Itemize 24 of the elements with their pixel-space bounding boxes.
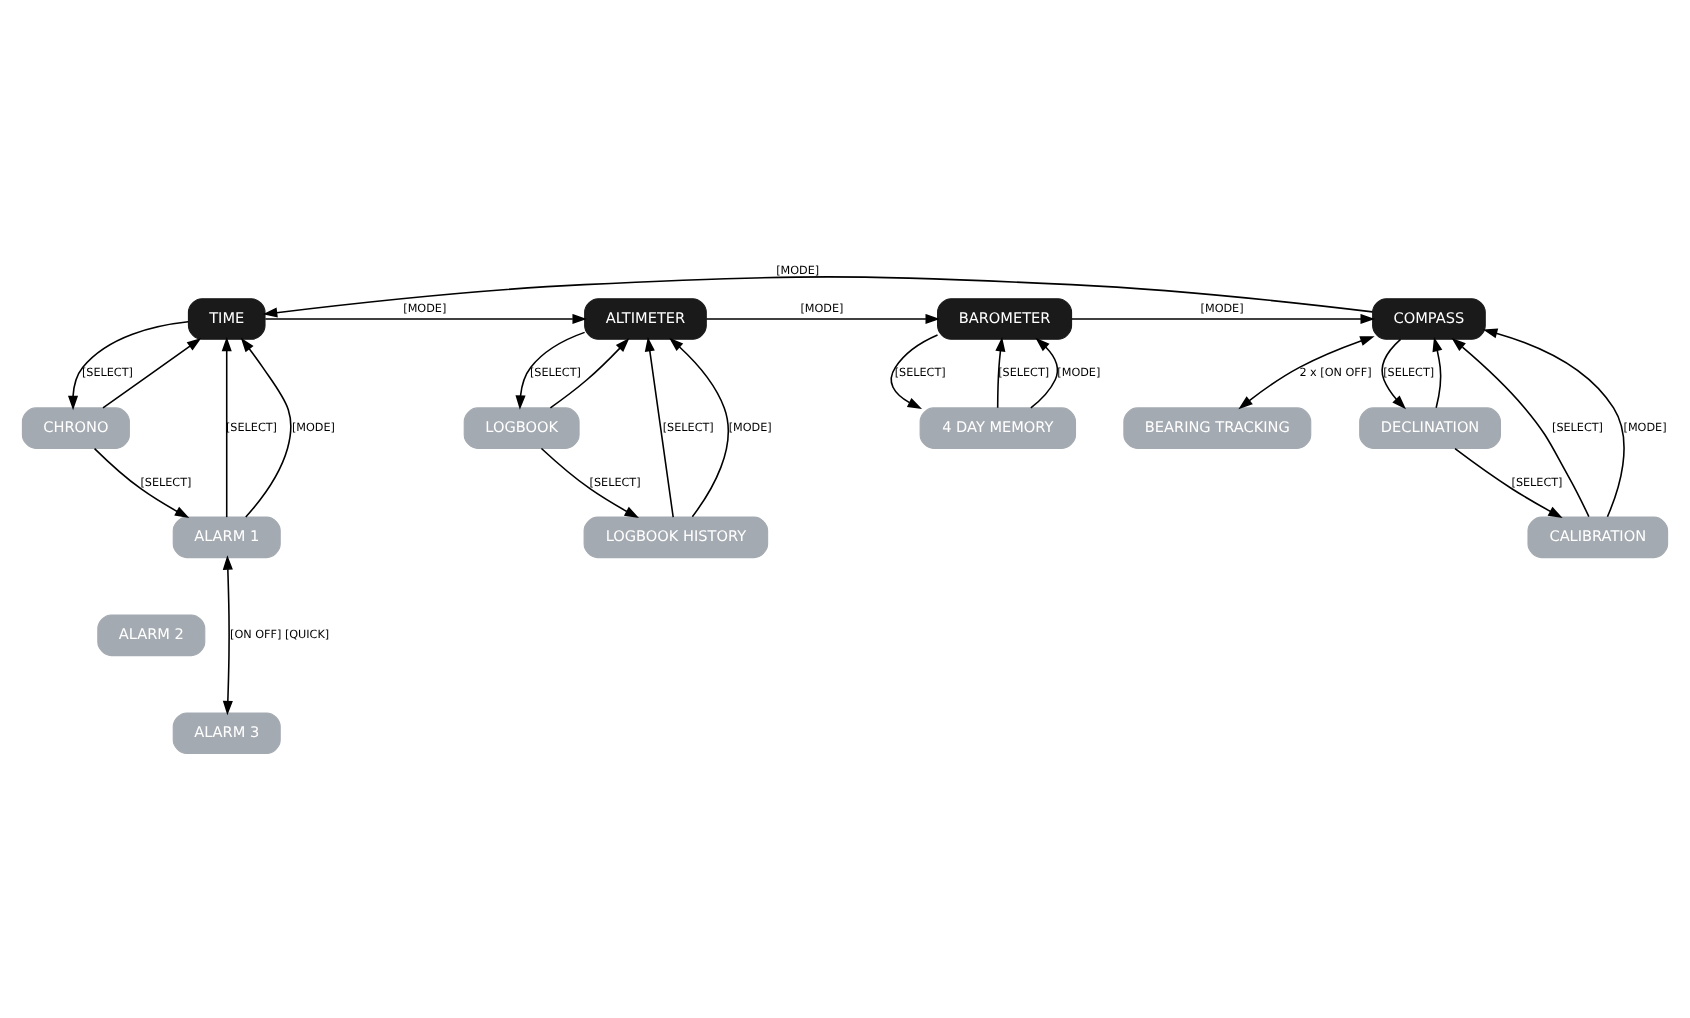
arrow bbox=[1451, 337, 1590, 518]
arrow bbox=[1238, 336, 1375, 410]
arrow bbox=[264, 313, 587, 325]
arrow bbox=[221, 336, 232, 518]
arrow bbox=[1482, 328, 1625, 518]
arrow bbox=[669, 337, 729, 518]
arrow bbox=[262, 276, 1374, 318]
arrow bbox=[549, 338, 630, 409]
arrow bbox=[1071, 313, 1375, 325]
arrow bbox=[1432, 336, 1443, 409]
arrow bbox=[515, 331, 586, 410]
arrow bbox=[67, 320, 189, 411]
arrow bbox=[240, 337, 292, 518]
arrow bbox=[1030, 337, 1059, 409]
arrow bbox=[995, 337, 1006, 409]
arrow bbox=[890, 334, 939, 409]
arrow bbox=[102, 338, 202, 409]
arrow bbox=[222, 555, 233, 716]
arrow bbox=[540, 447, 640, 519]
arrow bbox=[1454, 447, 1563, 519]
arrow bbox=[1381, 338, 1406, 410]
arrow bbox=[705, 313, 940, 325]
arrow bbox=[644, 336, 674, 518]
arrow bbox=[93, 447, 190, 519]
